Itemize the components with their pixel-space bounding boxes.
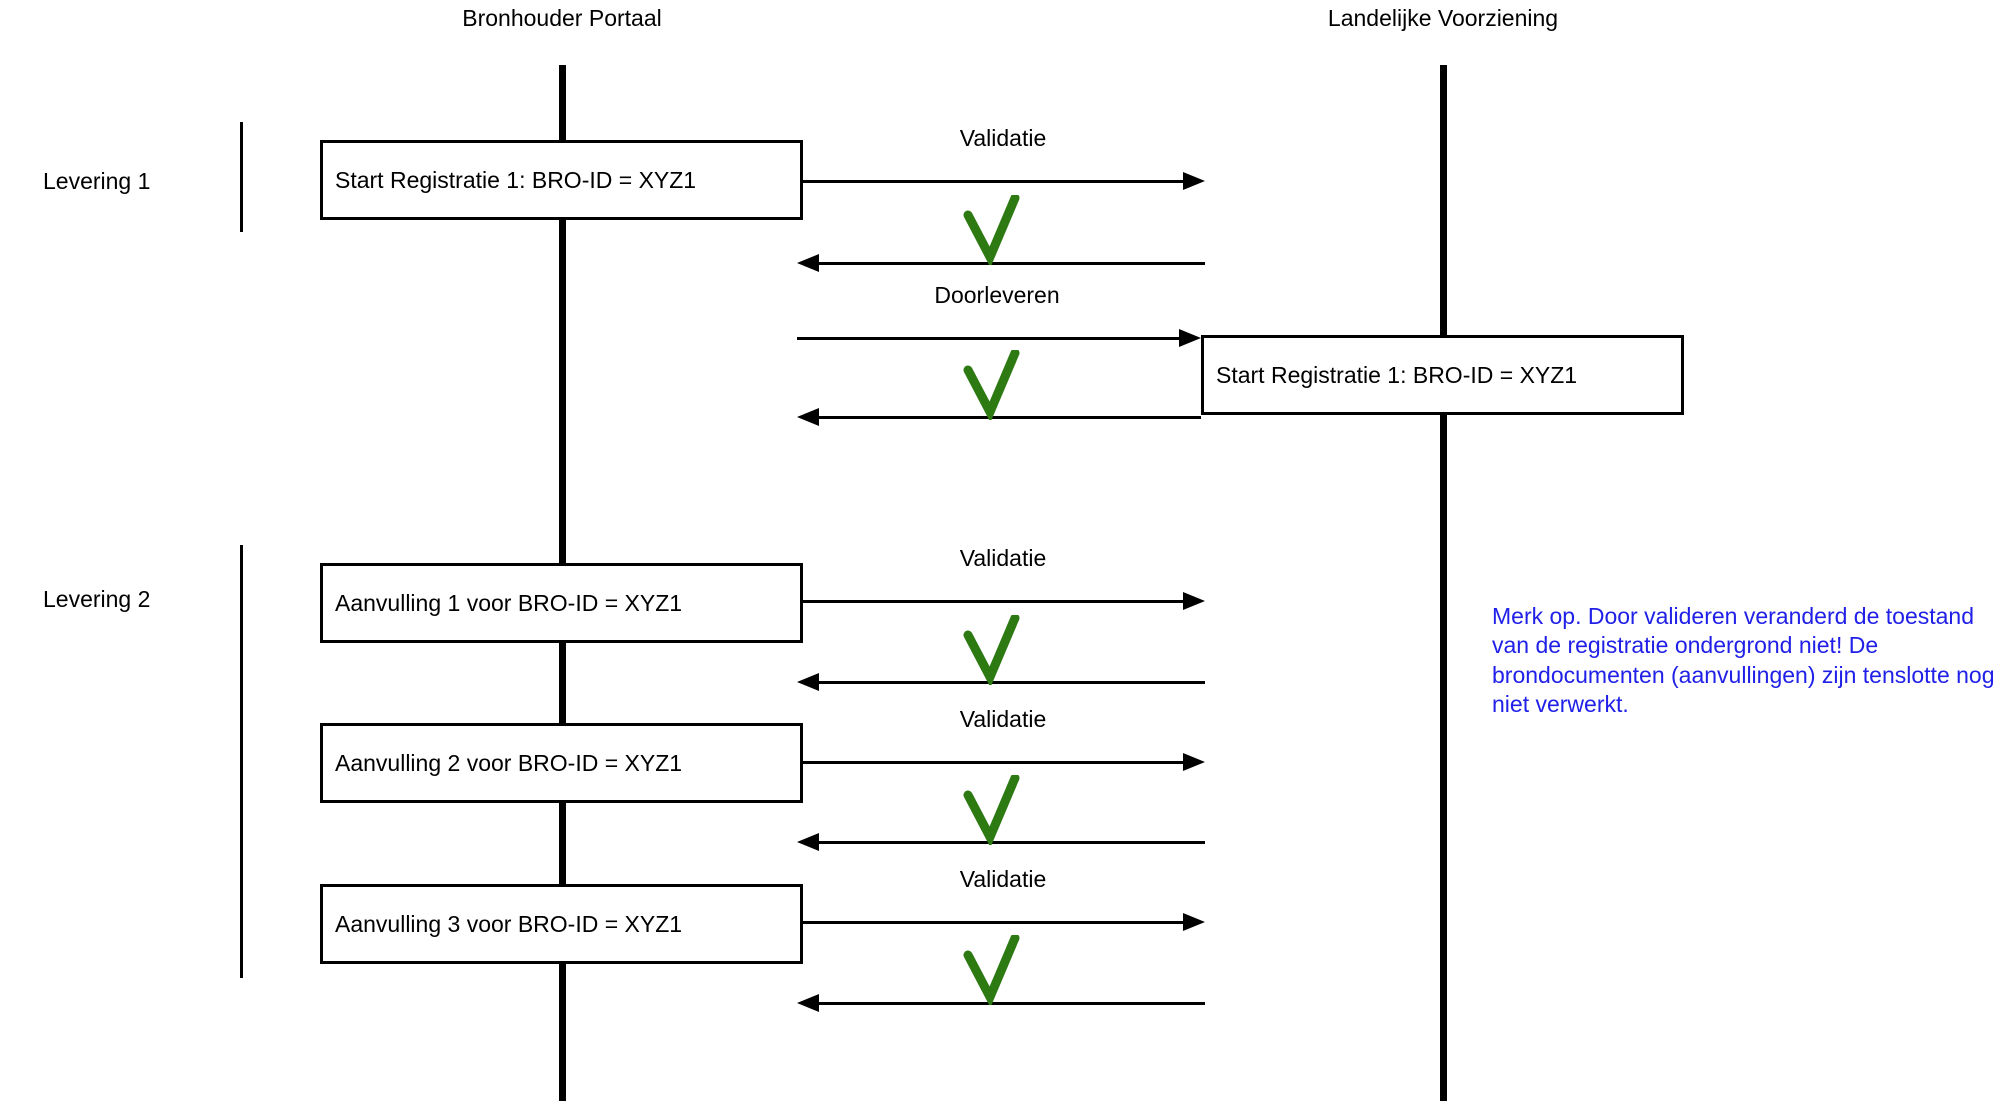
arrow-line: [817, 416, 1201, 419]
arrow-head-left-icon: [797, 833, 819, 851]
arrow-line: [803, 921, 1185, 924]
message-box-start-registratie-1-right[interactable]: Start Registratie 1: BRO-ID = XYZ1: [1201, 335, 1684, 415]
group-label-levering-2: Levering 2: [43, 586, 151, 612]
arrow-head-left-icon: [797, 994, 819, 1012]
arrow-line: [803, 600, 1185, 603]
arrow-line: [817, 262, 1205, 265]
arrow-label-doorleveren: Doorleveren: [934, 282, 1060, 308]
check-validatie-3-icon: [963, 775, 1020, 845]
arrow-label-validatie-4: Validatie: [959, 866, 1047, 892]
arrow-line: [817, 841, 1205, 844]
arrow-label-validatie-2: Validatie: [959, 545, 1047, 571]
message-box-start-registratie-1-left[interactable]: Start Registratie 1: BRO-ID = XYZ1: [320, 140, 803, 220]
arrow-head-right-icon: [1183, 753, 1205, 771]
check-doorleveren-icon: [963, 350, 1020, 420]
arrow-label-validatie-3: Validatie: [959, 706, 1047, 732]
group-label-levering-1: Levering 1: [43, 168, 151, 194]
message-box-aanvulling-2[interactable]: Aanvulling 2 voor BRO-ID = XYZ1: [320, 723, 803, 803]
check-validatie-1-icon: [963, 195, 1020, 265]
arrow-head-right-icon: [1179, 329, 1201, 347]
arrow-line: [797, 337, 1181, 340]
lifeline-landelijke-voorziening: [1440, 65, 1447, 1101]
message-box-label: Start Registratie 1: BRO-ID = XYZ1: [335, 166, 697, 193]
lifeline-label-landelijke-voorziening: Landelijke Voorziening: [1327, 5, 1559, 31]
arrow-head-right-icon: [1183, 913, 1205, 931]
validation-note: Merk op. Door valideren veranderd de toe…: [1492, 603, 1995, 718]
arrow-head-right-icon: [1183, 172, 1205, 190]
arrow-line: [803, 761, 1185, 764]
message-box-aanvulling-3[interactable]: Aanvulling 3 voor BRO-ID = XYZ1: [320, 884, 803, 964]
check-validatie-2-icon: [963, 615, 1020, 685]
message-box-label: Aanvulling 1 voor BRO-ID = XYZ1: [335, 589, 683, 616]
arrow-line: [817, 1002, 1205, 1005]
message-box-aanvulling-1[interactable]: Aanvulling 1 voor BRO-ID = XYZ1: [320, 563, 803, 643]
lifeline-label-bronhouder-portaal: Bronhouder Portaal: [462, 5, 662, 31]
arrow-line: [817, 681, 1205, 684]
arrow-head-left-icon: [797, 408, 819, 426]
arrow-head-right-icon: [1183, 592, 1205, 610]
arrow-label-validatie-1: Validatie: [959, 125, 1047, 151]
arrow-head-left-icon: [797, 254, 819, 272]
message-box-label: Aanvulling 2 voor BRO-ID = XYZ1: [335, 749, 683, 776]
message-box-label: Start Registratie 1: BRO-ID = XYZ1: [1216, 361, 1578, 388]
group-bracket-levering-2: [240, 545, 243, 978]
arrow-line: [803, 180, 1185, 183]
message-box-label: Aanvulling 3 voor BRO-ID = XYZ1: [335, 910, 683, 937]
check-validatie-4-icon: [963, 935, 1020, 1005]
arrow-head-left-icon: [797, 673, 819, 691]
group-bracket-levering-1: [240, 122, 243, 232]
